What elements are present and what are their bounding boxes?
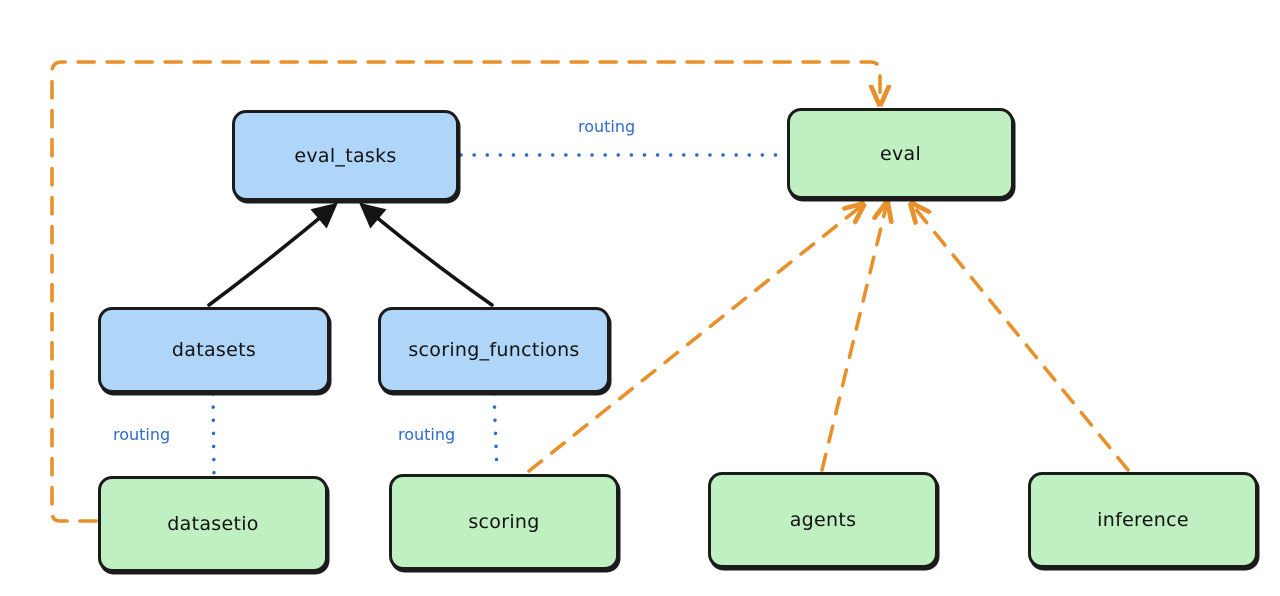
edge-datasets-to-eval-tasks — [207, 202, 338, 307]
node-label-agents: agents — [789, 509, 857, 531]
node-label-eval: eval — [879, 142, 922, 165]
node-agents[interactable]: agents — [708, 472, 938, 568]
node-inference[interactable]: inference — [1028, 472, 1258, 568]
node-datasetio[interactable]: datasetio — [98, 476, 328, 572]
edge-label-routing-scoring-functions-scoring: routing — [398, 425, 456, 444]
node-eval[interactable]: eval — [787, 108, 1014, 199]
edge-agents-to-eval — [820, 207, 886, 472]
node-eval-tasks[interactable]: eval_tasks — [232, 110, 459, 201]
edge-scoring-functions-to-eval-tasks — [359, 202, 494, 307]
edge-datasets-to-datasetio — [211, 392, 216, 476]
edge-inference-to-eval — [914, 207, 1130, 472]
node-label-datasetio: datasetio — [167, 513, 259, 535]
node-label-inference: inference — [1097, 509, 1189, 531]
node-label-scoring-functions: scoring_functions — [408, 339, 580, 361]
edge-label-routing-eval-tasks-eval: routing — [578, 117, 636, 136]
node-scoring-functions[interactable]: scoring_functions — [378, 307, 610, 393]
node-label-eval-tasks: eval_tasks — [294, 144, 397, 167]
edge-label-routing-datasets-datasetio: routing — [113, 425, 171, 444]
edge-scoring-functions-to-scoring — [492, 392, 499, 474]
node-datasets[interactable]: datasets — [98, 307, 330, 393]
node-scoring[interactable]: scoring — [389, 474, 619, 570]
edge-scoring-to-eval — [527, 207, 860, 473]
edge-datasetio-to-eval — [50, 60, 880, 523]
node-label-scoring: scoring — [468, 511, 540, 533]
node-label-datasets: datasets — [171, 339, 257, 361]
